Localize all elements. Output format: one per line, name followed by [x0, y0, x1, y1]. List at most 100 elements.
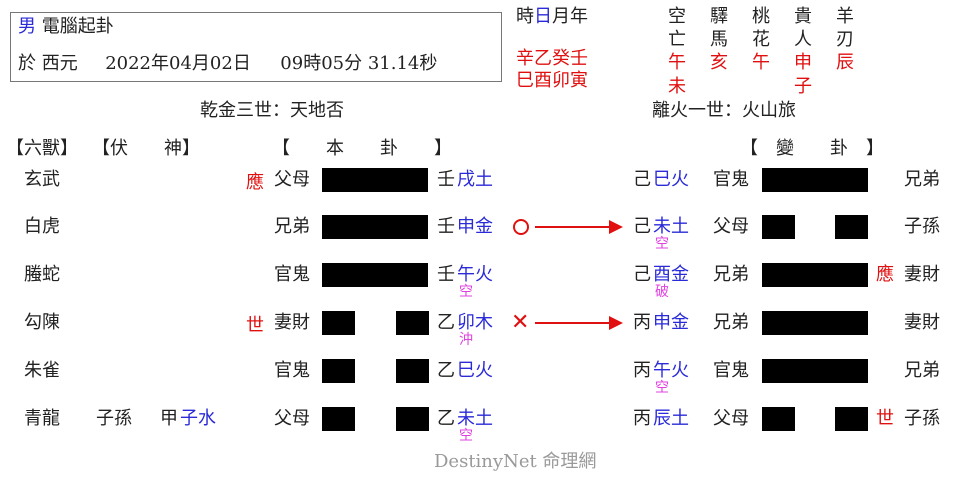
- header-bengua: 【 本 卦 】: [272, 138, 452, 159]
- six-beast: 白虎: [24, 216, 60, 237]
- yang-line: [322, 168, 428, 192]
- changed-tag-relation: 子孫: [904, 408, 940, 429]
- changed-tag-relation: 兄弟: [904, 360, 940, 381]
- changed-gua-name: 離火一世：火山旅: [652, 100, 796, 121]
- six-relation: 父母: [274, 169, 310, 190]
- changed-stem: 己: [633, 169, 651, 190]
- changed-branch: 辰土: [653, 408, 689, 429]
- line-stem: 乙: [437, 408, 455, 429]
- shensha-header: 貴: [794, 6, 812, 27]
- line-status-note: 空: [459, 284, 473, 300]
- time-value: 09時05分 31.14秒: [280, 53, 438, 74]
- yin-line-left: [322, 311, 355, 335]
- shensha-name: 花: [752, 29, 770, 50]
- changed-branch: 巳火: [653, 169, 689, 190]
- gender-title: 男 電腦起卦: [18, 18, 114, 36]
- changed-stem: 己: [633, 216, 651, 237]
- header-liushou: 【六獸】: [6, 138, 78, 159]
- changed-relation: 父母: [713, 216, 749, 237]
- shensha-branch: 亥: [710, 52, 728, 73]
- changed-relation: 官鬼: [713, 169, 749, 190]
- info-box: [10, 12, 502, 82]
- yin-line-right: [396, 407, 429, 431]
- change-arrow-head-icon: [609, 220, 623, 234]
- datetime-line: 於 西元 2022年04月02日 09時05分 31.14秒: [18, 55, 437, 73]
- changed-yin-line-left: [762, 215, 795, 239]
- line-branch: 巳火: [457, 360, 493, 381]
- six-beast: 青龍: [24, 408, 60, 429]
- line-stem: 壬: [437, 264, 455, 285]
- six-relation: 兄弟: [274, 216, 310, 237]
- footer-brand: DestinyNet 命理網: [434, 451, 597, 472]
- line-status-note: 沖: [459, 332, 473, 348]
- moving-yang-circle-icon: [513, 219, 529, 235]
- changed-stem: 丙: [633, 360, 651, 381]
- header-biangua: 【 變 卦 】: [740, 138, 884, 159]
- changed-stem: 丙: [633, 312, 651, 333]
- changed-tag-relation: 妻財: [904, 264, 940, 285]
- gender-label: 男: [18, 16, 36, 37]
- line-stem: 乙: [437, 312, 455, 333]
- shensha-header: 空: [668, 6, 686, 27]
- shensha-name: 亡: [668, 29, 686, 50]
- changed-yin-line-right: [835, 215, 868, 239]
- line-stem: 壬: [437, 169, 455, 190]
- yang-line: [322, 215, 428, 239]
- changed-branch: 未土: [653, 216, 689, 237]
- changed-status-note: 空: [655, 380, 669, 396]
- six-beast: 勾陳: [24, 312, 60, 333]
- six-beast: 朱雀: [24, 360, 60, 381]
- main-gua-name: 乾金三世：天地否: [200, 100, 344, 121]
- pillar-hour-label: 時: [516, 6, 534, 27]
- changed-branch: 午火: [653, 360, 689, 381]
- moving-yin-cross-icon: ✕: [511, 310, 530, 335]
- changed-shi-ying-mark: 應: [876, 264, 894, 285]
- method-title: 電腦起卦: [41, 16, 114, 37]
- changed-yin-line-left: [762, 407, 795, 431]
- shensha-name: 馬: [710, 29, 728, 50]
- pillar-day-label: 日: [534, 6, 552, 27]
- changed-relation: 父母: [713, 408, 749, 429]
- fushen-relation: 子孫: [96, 408, 132, 429]
- shensha-header: 羊: [836, 6, 854, 27]
- yang-line: [322, 263, 428, 287]
- shensha-branch: 申: [794, 52, 812, 73]
- line-stem: 乙: [437, 360, 455, 381]
- shi-ying-mark: 應: [246, 172, 264, 193]
- changed-status-note: 破: [655, 284, 669, 300]
- fushen-stem: 甲: [160, 408, 178, 429]
- line-branch: 申金: [457, 216, 493, 237]
- six-relation: 官鬼: [274, 264, 310, 285]
- line-branch: 午火: [457, 264, 493, 285]
- shensha-branch-extra: 子: [794, 76, 812, 97]
- changed-branch: 酉金: [653, 264, 689, 285]
- date-value: 2022年04月02日: [105, 53, 251, 74]
- six-beast: 螣蛇: [24, 264, 60, 285]
- yin-line-left: [322, 359, 355, 383]
- pillar-month-year-label: 月年: [552, 6, 588, 27]
- shensha-branch: 辰: [836, 52, 854, 73]
- line-stem: 壬: [437, 216, 455, 237]
- change-arrow-line: [535, 226, 611, 228]
- shi-ying-mark: 世: [246, 315, 264, 336]
- line-branch: 卯木: [457, 312, 493, 333]
- header-fushen: 【伏 神】: [92, 138, 200, 159]
- pillar-labels: 時日月年: [516, 8, 588, 26]
- six-relation: 父母: [274, 408, 310, 429]
- six-relation: 妻財: [274, 312, 310, 333]
- yin-line-left: [322, 407, 355, 431]
- changed-stem: 己: [633, 264, 651, 285]
- change-arrow-line: [535, 322, 611, 324]
- shensha-branch: 午: [752, 52, 770, 73]
- changed-yang-line: [762, 168, 868, 192]
- changed-relation: 兄弟: [713, 312, 749, 333]
- line-branch: 戌土: [457, 169, 493, 190]
- six-relation: 官鬼: [274, 360, 310, 381]
- changed-yang-line: [762, 359, 868, 383]
- changed-relation: 兄弟: [713, 264, 749, 285]
- shensha-header: 桃: [752, 6, 770, 27]
- shensha-header: 驛: [710, 6, 728, 27]
- yin-line-right: [396, 359, 429, 383]
- changed-shi-ying-mark: 世: [876, 408, 894, 429]
- shensha-name: 人: [794, 29, 812, 50]
